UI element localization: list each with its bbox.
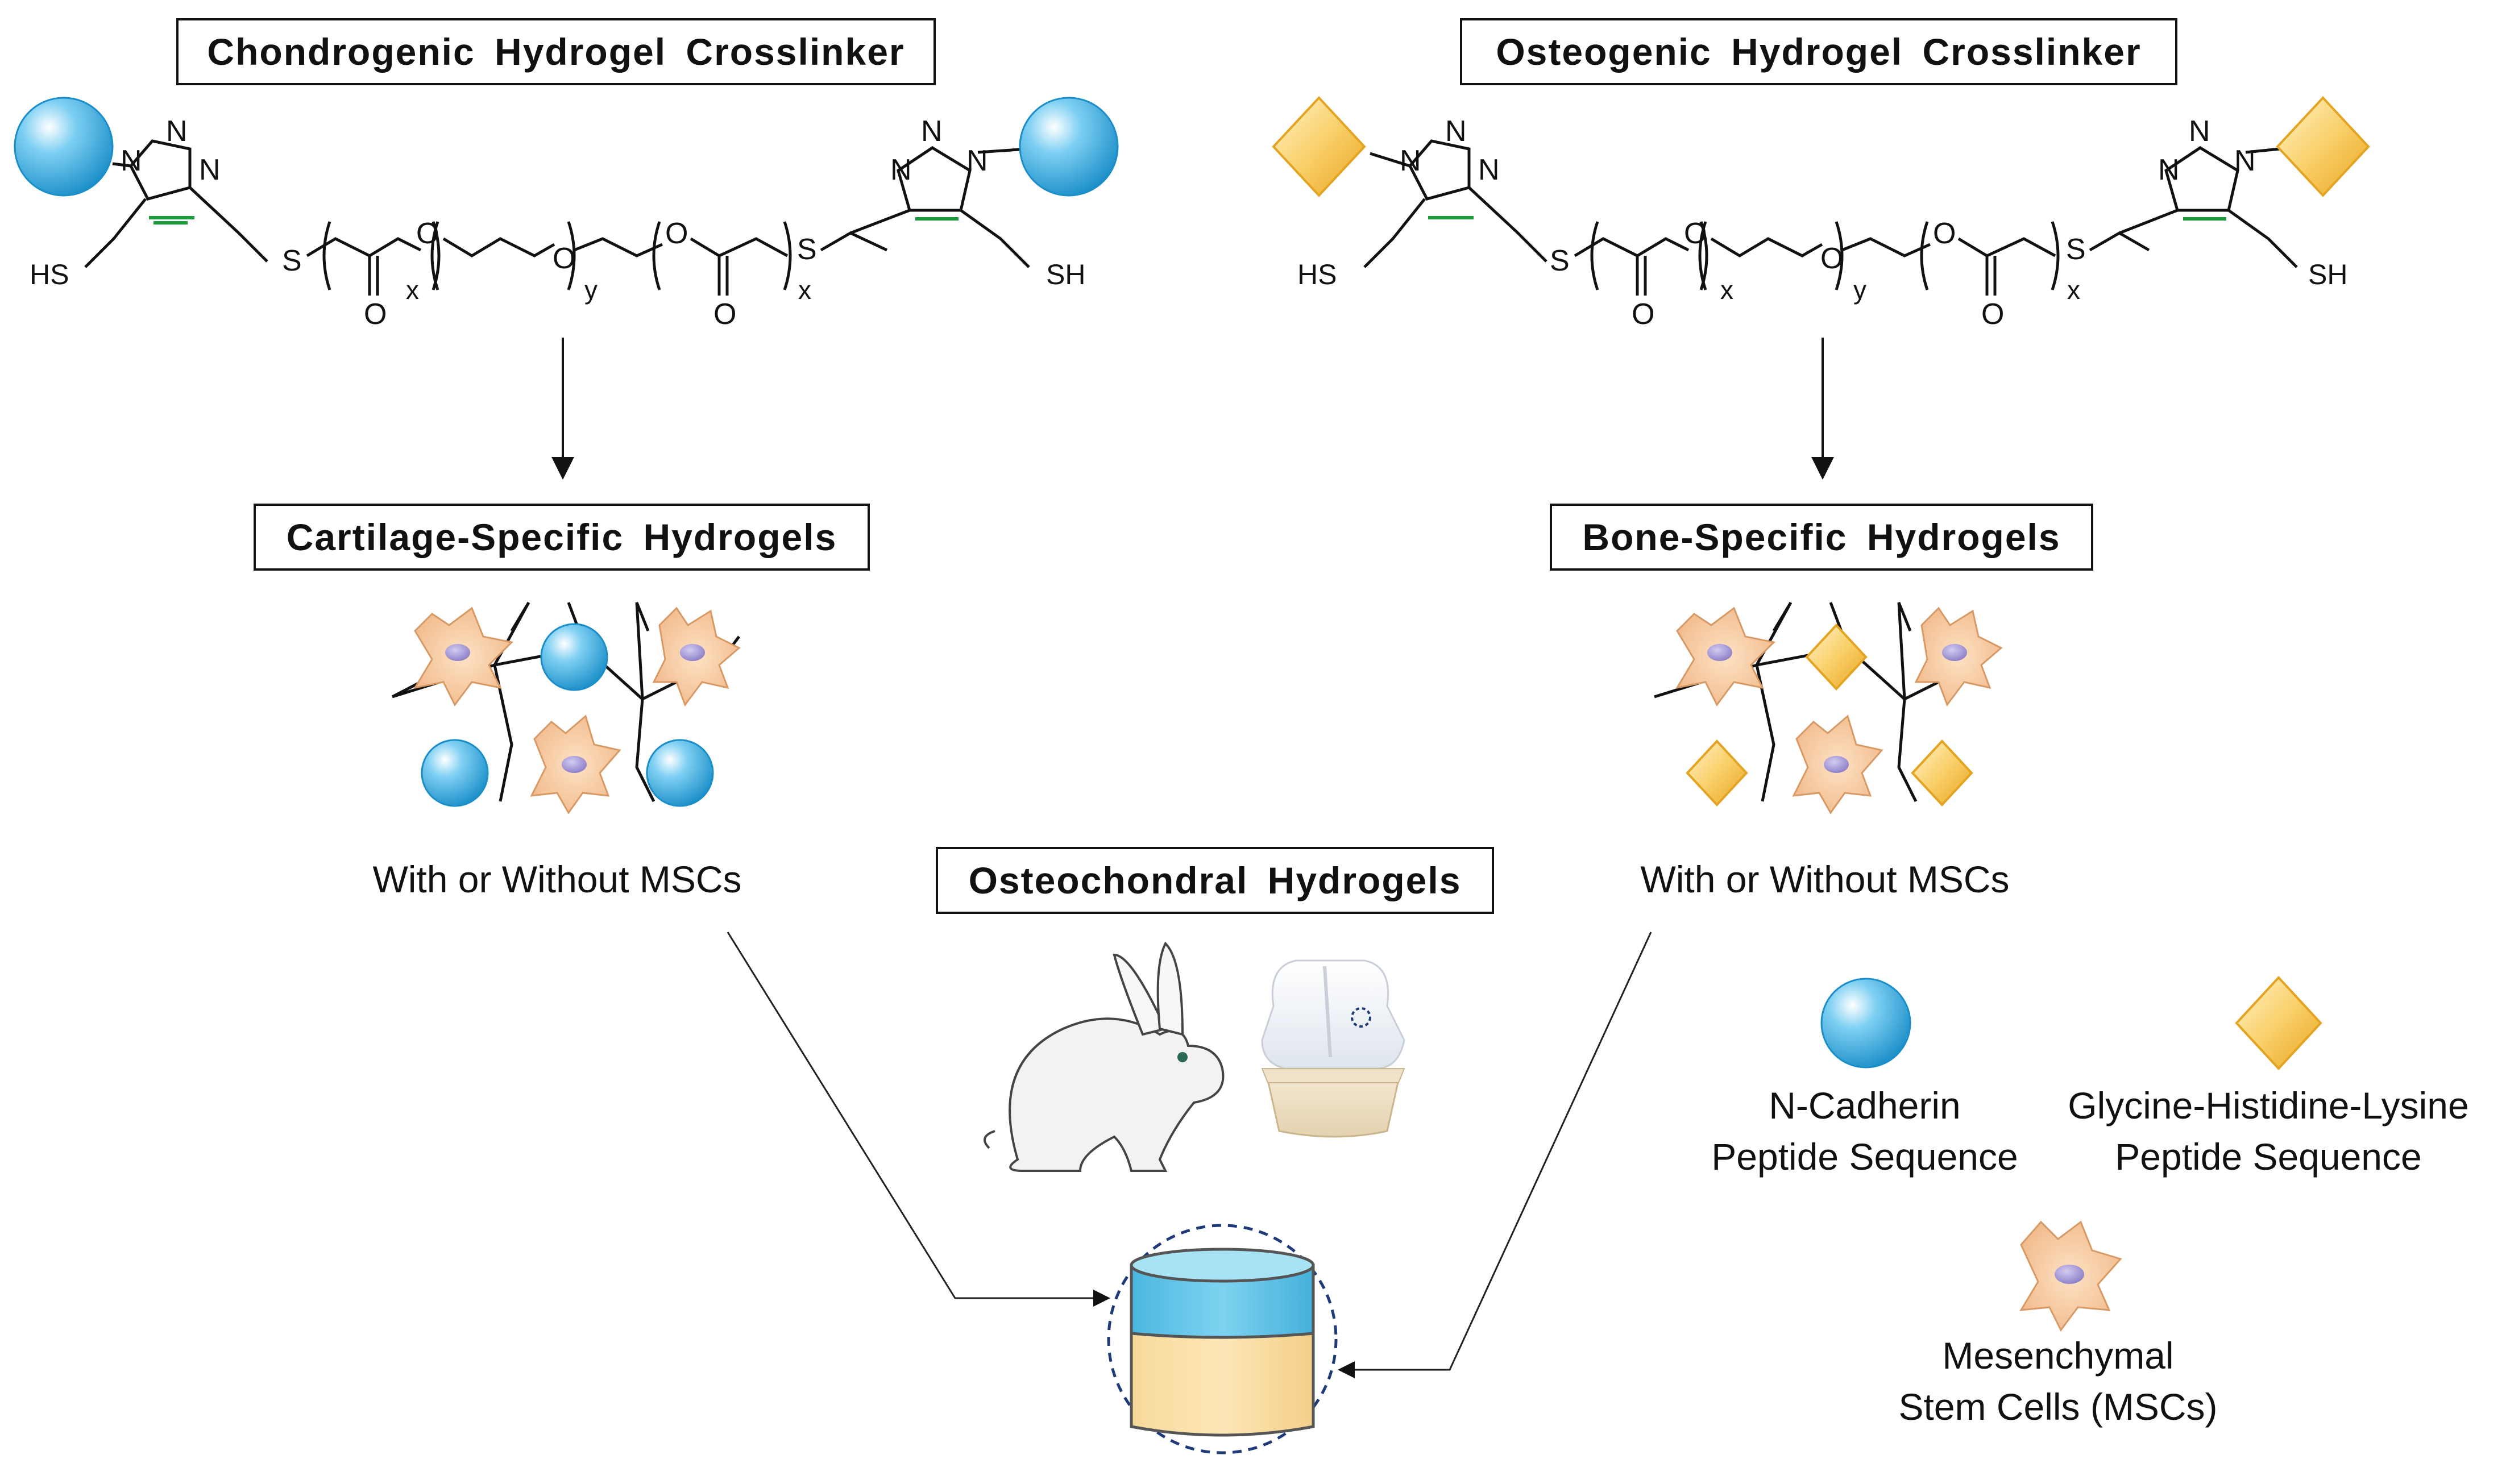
cartilage-hydrogels-title: Cartilage-Specific Hydrogels (254, 504, 870, 571)
msc-cell-icon (1675, 606, 1776, 706)
msc-cell-icon (413, 606, 514, 706)
chem-label-O: O (1820, 242, 1843, 275)
chem-label-O: O (665, 217, 688, 250)
msc-cell-icon (1792, 714, 1883, 814)
legend-ghk-diamond-icon (2235, 976, 2322, 1070)
legend-ghk-label: Glycine-Histidine-Lysine Peptide Sequenc… (2035, 1080, 2501, 1182)
chem-label-N: N (2234, 144, 2256, 177)
chem-label-O: O (364, 298, 387, 331)
chem-label-N: N (1478, 153, 1500, 186)
legend-msc-line1: Mesenchymal (1942, 1335, 2174, 1377)
chem-label-HS: HS (1297, 259, 1337, 290)
osteogenic-crosslinker-structure: N N N HS S O O O O O x y x (1272, 96, 2370, 331)
chem-label-x: x (798, 275, 811, 305)
legend-ghk-line1: Glycine-Histidine-Lysine (2068, 1084, 2469, 1126)
chem-label-x: x (2067, 275, 2080, 305)
legend-ncadherin-line2: Peptide Sequence (1711, 1136, 2018, 1178)
chem-label-O: O (1933, 217, 1956, 250)
bone-hydrogels-title: Bone-Specific Hydrogels (1550, 504, 2093, 571)
chem-label-N: N (1445, 115, 1467, 148)
chem-label-S: S (282, 244, 302, 277)
chondrogenic-crosslinker-title: Chondrogenic Hydrogel Crosslinker (176, 18, 936, 85)
chem-label-O: O (1981, 298, 2004, 331)
chem-label-N: N (966, 144, 988, 177)
chem-label-SH: SH (2308, 259, 2347, 290)
chem-label-N: N (890, 153, 912, 186)
cartilage-layer (1130, 1263, 1315, 1339)
chem-label-N: N (166, 115, 188, 148)
chem-label-x: x (406, 275, 419, 305)
ncadherin-sphere-icon (14, 97, 114, 197)
chem-label-N: N (921, 115, 943, 148)
msc-cell-icon (530, 714, 621, 814)
chem-label-N: N (2189, 115, 2210, 148)
rabbit-illustration (984, 941, 1225, 1172)
chem-label-S: S (1550, 244, 1570, 277)
chem-label-O: O (553, 242, 575, 275)
chem-label-N: N (121, 144, 142, 177)
msc-cell-icon (1914, 606, 2003, 707)
ghk-diamond-icon (1686, 739, 1748, 807)
ncadherin-sphere-icon (1019, 97, 1119, 197)
legend-ncadherin-sphere-icon (1820, 978, 1911, 1069)
chem-label-x: x (1720, 275, 1733, 305)
chem-label-N: N (199, 153, 221, 186)
legend-ncadherin-line1: N-Cadherin (1769, 1084, 1961, 1126)
osteochondral-implant (1107, 1224, 1338, 1454)
ncadherin-sphere-icon (540, 623, 608, 691)
legend-ghk-line2: Peptide Sequence (2115, 1136, 2422, 1178)
ghk-diamond-icon (1805, 623, 1868, 691)
chem-label-O: O (713, 298, 736, 331)
chem-label-O: O (1632, 298, 1654, 331)
chem-label-y: y (584, 275, 598, 305)
bone-hydrogel-network (1654, 601, 2003, 814)
cartilage-hydrogel-network (391, 601, 741, 814)
chem-label-N: N (2158, 153, 2180, 186)
chem-label-SH: SH (1046, 259, 1085, 290)
ghk-diamond-icon (2276, 96, 2370, 197)
ghk-diamond-icon (1272, 96, 1366, 197)
bone-layer (1130, 1332, 1315, 1437)
ghk-diamond-icon (1911, 739, 1973, 807)
legend-msc-label: Mesenchymal Stem Cells (MSCs) (1842, 1330, 2274, 1432)
legend-msc-cell-icon (2019, 1220, 2122, 1332)
defect-site-icon (1351, 1007, 1371, 1028)
chem-label-N: N (1400, 144, 1421, 177)
chem-label-S: S (797, 233, 817, 266)
legend-ncadherin-label: N-Cadherin Peptide Sequence (1637, 1080, 2092, 1182)
connector-right (1338, 932, 1652, 1378)
chem-label-S: S (2066, 233, 2086, 266)
legend-msc-line2: Stem Cells (MSCs) (1898, 1386, 2218, 1428)
implant-boundary (1107, 1224, 1338, 1454)
osteochondral-hydrogels-title: Osteochondral Hydrogels (936, 847, 1494, 914)
left-msc-caption: With or Without MSCs (372, 858, 742, 900)
chondrogenic-crosslinker-structure: N N N HS S O O O O O x (14, 97, 1119, 331)
chem-label-HS: HS (30, 259, 69, 290)
right-msc-caption: With or Without MSCs (1640, 858, 2010, 900)
osteogenic-crosslinker-title: Osteogenic Hydrogel Crosslinker (1460, 18, 2177, 85)
knee-joint-illustration (1261, 959, 1405, 1138)
msc-cell-icon (652, 606, 741, 707)
connector-left (727, 932, 1110, 1307)
ncadherin-sphere-icon (421, 739, 489, 807)
chem-label-y: y (1853, 275, 1866, 305)
ncadherin-sphere-icon (646, 739, 714, 807)
